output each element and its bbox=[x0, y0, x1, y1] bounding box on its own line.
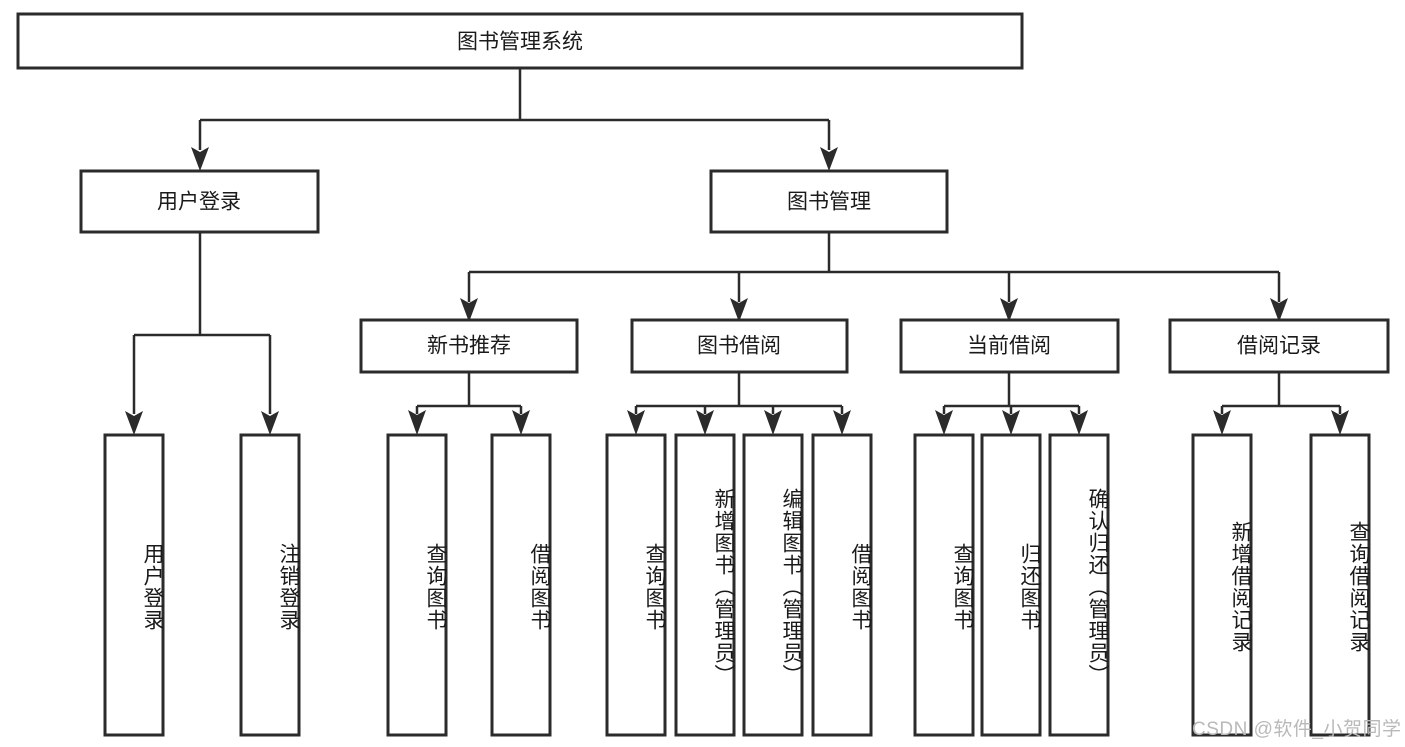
arrowhead-leaf-add-book bbox=[696, 410, 714, 435]
node-new-book-recommend-box[interactable] bbox=[359, 318, 579, 374]
node-root-box[interactable] bbox=[16, 12, 1024, 70]
node-book-manage-box[interactable] bbox=[709, 169, 949, 234]
arrowhead-leaf-logout-login bbox=[261, 411, 279, 435]
arrowhead-leaf-query-book-3 bbox=[935, 410, 953, 435]
leaf-box-edit-book[interactable] bbox=[742, 433, 804, 737]
csdn-watermark: CSDN @软件_小贺同学 bbox=[1192, 719, 1402, 740]
leaf-box-query-book-3[interactable] bbox=[913, 433, 975, 737]
node-new-book-recommend-label: 新书推荐 bbox=[427, 335, 511, 358]
leaf-box-group bbox=[103, 433, 1371, 737]
arrowhead-leaf-return-book bbox=[1002, 410, 1020, 435]
node-root[interactable]: 图书管理系统 bbox=[16, 12, 1024, 70]
node-user-login-box[interactable] bbox=[79, 169, 320, 234]
arrowhead-book-borrow bbox=[730, 298, 748, 322]
leaf-box-borrow-book-2[interactable] bbox=[811, 433, 873, 737]
leaf-box-add-book[interactable] bbox=[674, 433, 736, 737]
leaf-box-add-record[interactable] bbox=[1191, 433, 1253, 737]
node-book-borrow-label: 图书借阅 bbox=[697, 335, 781, 358]
node-user-login-label: 用户登录 bbox=[157, 191, 241, 214]
leaf-box-query-book-1[interactable] bbox=[386, 433, 448, 737]
node-new-book-recommend[interactable]: 新书推荐 bbox=[359, 318, 579, 374]
arrowhead-leaf-query-record bbox=[1331, 410, 1349, 435]
node-user-login[interactable]: 用户登录 bbox=[79, 169, 320, 234]
node-current-borrow-label: 当前借阅 bbox=[967, 335, 1051, 358]
arrowhead-leaf-borrow-book-2 bbox=[833, 410, 851, 435]
arrowhead-leaf-query-book-1 bbox=[408, 410, 426, 435]
leaf-box-confirm-return[interactable] bbox=[1048, 433, 1110, 737]
leaf-box-user-login[interactable] bbox=[103, 433, 165, 737]
leaf-box-query-record[interactable] bbox=[1309, 433, 1371, 737]
node-borrow-record[interactable]: 借阅记录 bbox=[1168, 318, 1390, 374]
arrowhead-leaf-confirm-return bbox=[1070, 410, 1088, 435]
leaf-box-logout-login[interactable] bbox=[239, 433, 301, 737]
arrowhead-leaf-borrow-book-1 bbox=[512, 410, 530, 435]
arrowhead-new-book-recommend bbox=[460, 298, 478, 322]
arrowhead-leaf-edit-book bbox=[764, 410, 782, 435]
arrowhead-leaf-query-book-2 bbox=[627, 410, 645, 435]
node-borrow-record-label: 借阅记录 bbox=[1237, 335, 1321, 358]
arrowhead-current-borrow bbox=[1000, 298, 1018, 322]
arrowhead-user-login bbox=[191, 147, 209, 171]
node-book-manage-label: 图书管理 bbox=[787, 191, 871, 214]
node-book-borrow-box[interactable] bbox=[630, 318, 849, 374]
node-current-borrow-box[interactable] bbox=[899, 318, 1120, 374]
leaf-box-return-book[interactable] bbox=[980, 433, 1042, 737]
node-current-borrow[interactable]: 当前借阅 bbox=[899, 318, 1120, 374]
node-borrow-record-box[interactable] bbox=[1168, 318, 1390, 374]
arrowhead-book-manage bbox=[820, 147, 838, 171]
leaf-box-query-book-2[interactable] bbox=[605, 433, 667, 737]
node-book-borrow[interactable]: 图书借阅 bbox=[630, 318, 849, 374]
arrowhead-leaf-user-login bbox=[125, 411, 143, 435]
leaf-box-borrow-book-1[interactable] bbox=[490, 433, 552, 737]
node-book-manage[interactable]: 图书管理 bbox=[709, 169, 949, 234]
arrowhead-borrow-record bbox=[1270, 298, 1288, 322]
connector-group bbox=[125, 68, 1349, 435]
arrowhead-leaf-add-record bbox=[1213, 410, 1231, 435]
node-root-label: 图书管理系统 bbox=[457, 31, 583, 54]
